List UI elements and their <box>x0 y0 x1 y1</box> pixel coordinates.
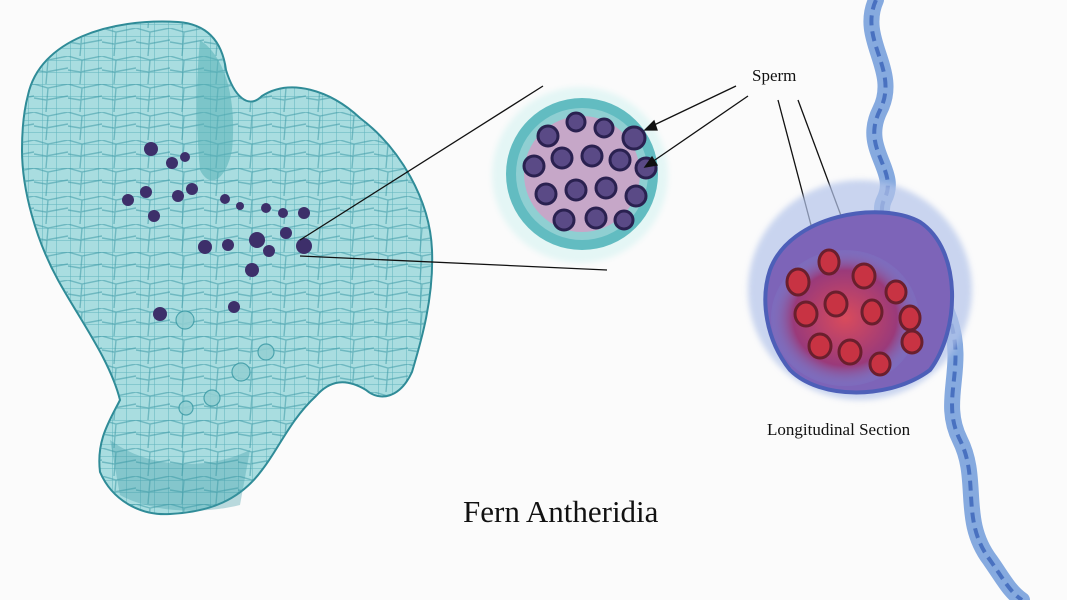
sperm-label: Sperm <box>752 66 797 85</box>
callout-lines <box>299 85 608 271</box>
prothallus <box>20 20 434 516</box>
longitudinal-section-label: Longitudinal Section <box>767 420 911 439</box>
figure-title: Fern Antheridia <box>463 494 659 529</box>
antheridium-enlarged <box>492 87 668 263</box>
antheridia-cluster <box>122 142 312 321</box>
longitudinal-section <box>748 0 1030 600</box>
sperm-cells-section <box>785 248 924 377</box>
